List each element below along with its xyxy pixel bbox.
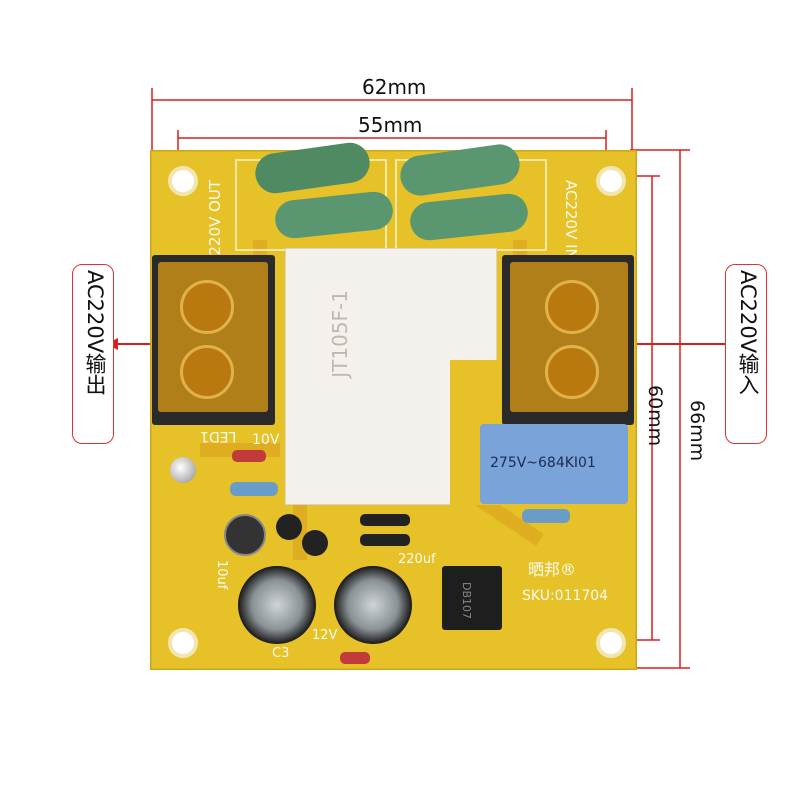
screw-icon[interactable] (545, 345, 599, 399)
capacitor-220uf (334, 566, 412, 644)
resistor (522, 509, 570, 523)
diode (360, 534, 410, 546)
led (170, 457, 196, 483)
diode (340, 652, 370, 664)
output-callout: AC220V输出 (83, 270, 107, 396)
transistor (302, 530, 328, 556)
screw-icon[interactable] (545, 280, 599, 334)
output-callout-box (72, 264, 114, 444)
v12-label: 12V (312, 628, 338, 643)
cap-220uf-label: 220uf (398, 552, 436, 567)
silk-in: AC220V IN (562, 180, 580, 260)
dim-62mm: 62mm (362, 75, 427, 99)
screw-icon[interactable] (180, 345, 234, 399)
mounting-hole-bl (168, 628, 198, 658)
dim-60mm: 60mm (644, 385, 666, 447)
dim-55mm: 55mm (358, 113, 423, 137)
x2-capacitor (480, 424, 628, 504)
sku: SKU:011704 (522, 588, 609, 604)
input-callout: AC220V输入 (736, 270, 760, 396)
capacitor-marking: 275V~684KI01 (490, 455, 596, 471)
mounting-hole-tr (596, 166, 626, 196)
mounting-hole-br (596, 628, 626, 658)
screw-icon[interactable] (180, 280, 234, 334)
brand: 晒邦® (528, 560, 577, 579)
c3-label: C3 (272, 646, 290, 661)
input-callout-box (725, 264, 767, 444)
bridge-marking: DB107 (460, 582, 473, 620)
bridge-rectifier (442, 566, 502, 630)
resistor (230, 482, 278, 496)
diode (360, 514, 410, 526)
transistor (276, 514, 302, 540)
capacitor-c3 (238, 566, 316, 644)
small-capacitor (224, 514, 266, 556)
dim-66mm: 66mm (686, 400, 708, 462)
relay-model: JT105F-1 (328, 290, 352, 378)
mounting-hole-tl (168, 166, 198, 196)
led-label: LED1 (200, 428, 237, 444)
diode (232, 450, 266, 462)
cap-10uf-label: 10uf (214, 560, 229, 590)
v10-label: 10V (252, 432, 280, 448)
